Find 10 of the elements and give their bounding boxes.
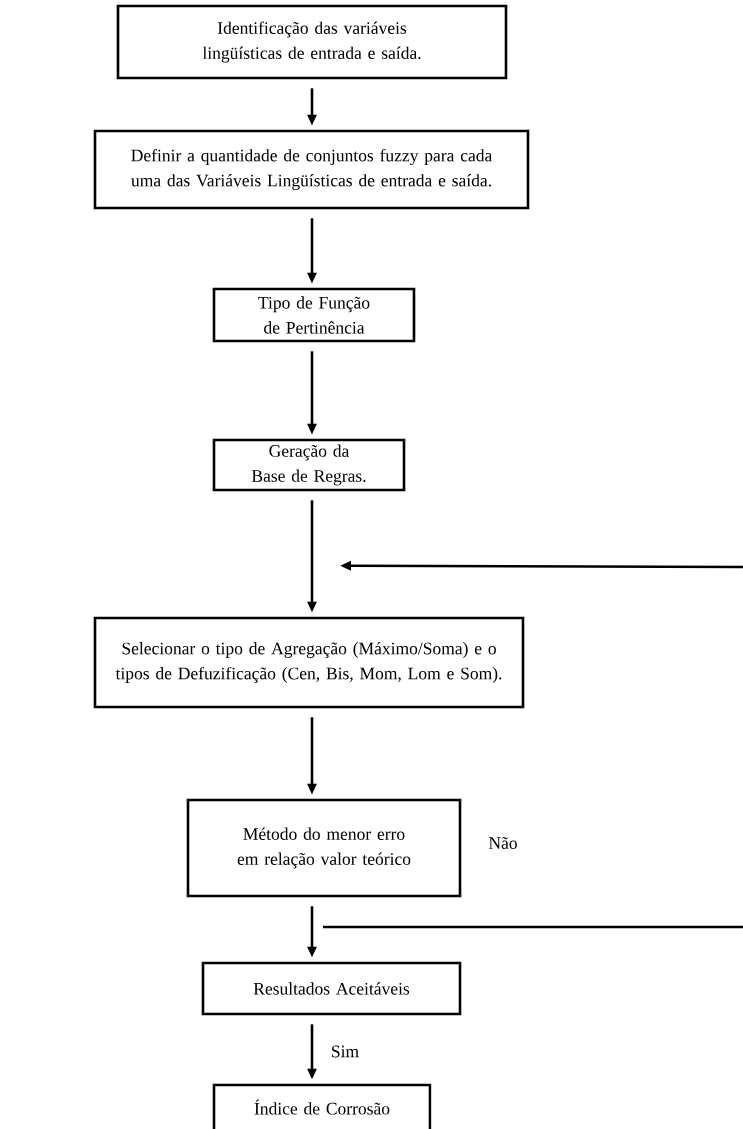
edge-label: Não [487, 836, 519, 850]
process-box: Selecionar o tipo de Agregação (Máximo/Soma) e o tipos de Defuzificação (Cen, Bis, Mom, Lom e Som). [93, 616, 525, 709]
process-box: Método do menor erro em relação valor teórico [186, 798, 462, 898]
process-box: Identificação das variáveis lingüísticas de entrada e saída. [116, 4, 508, 80]
process-box: Índice de Corrosão [212, 1083, 432, 1129]
edge-label: Sim [329, 1044, 361, 1059]
process-box: Geração da Base de Regras. [212, 438, 406, 492]
process-box: Resultados Aceitáveis [201, 961, 462, 1016]
process-box: Definir a quantidade de conjuntos fuzzy para cada uma das Variáveis Lingüísticas de entrada e saída. [93, 129, 530, 210]
process-box: Tipo de Função de Pertinência [212, 287, 416, 343]
